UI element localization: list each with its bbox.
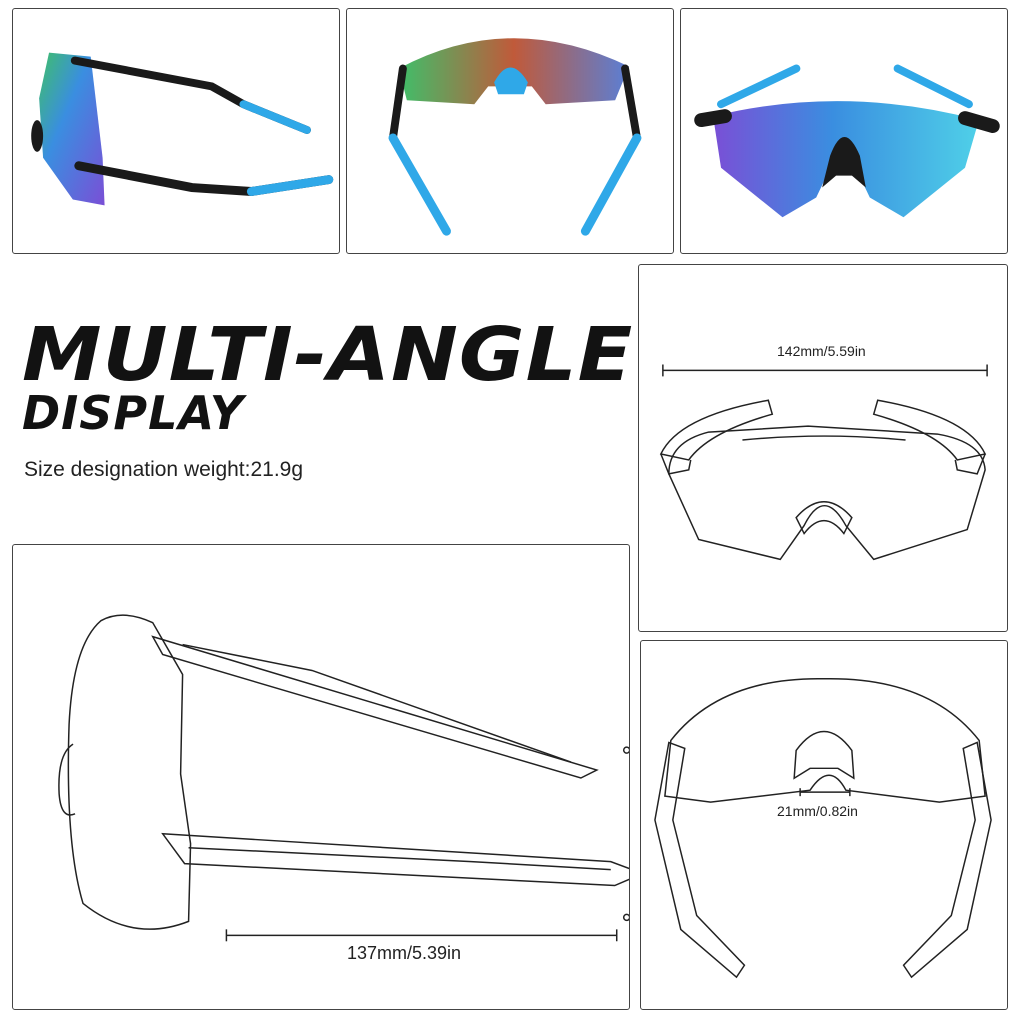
sunglasses-side-photo-icon <box>31 52 334 206</box>
sunglasses-side-outline-icon <box>58 614 629 942</box>
nose-bridge-label: 21mm/0.82in <box>777 803 858 819</box>
sunglasses-front-photo-icon <box>694 64 1000 218</box>
photo-front-view <box>680 8 1008 254</box>
weight-note: Size designation weight:21.9g <box>24 458 304 481</box>
diagram-side-length: 137mm/5.39in <box>12 544 630 1010</box>
temple-length-label: 137mm/5.39in <box>347 943 462 963</box>
sunglasses-front-outline-icon <box>659 364 988 561</box>
headline-display: DISPLAY <box>22 386 245 440</box>
headline-multi-angle: MULTI-ANGLE <box>22 312 634 398</box>
photo-side-view <box>12 8 340 254</box>
sunglasses-back-photo-icon <box>388 38 642 236</box>
diagram-front-width: 142mm/5.59in <box>638 264 1008 632</box>
total-width-label: 142mm/5.59in <box>777 343 866 359</box>
diagram-back-bridge: 21mm/0.82in <box>640 640 1008 1010</box>
photo-back-view <box>346 8 674 254</box>
sunglasses-back-outline-icon <box>654 678 992 979</box>
